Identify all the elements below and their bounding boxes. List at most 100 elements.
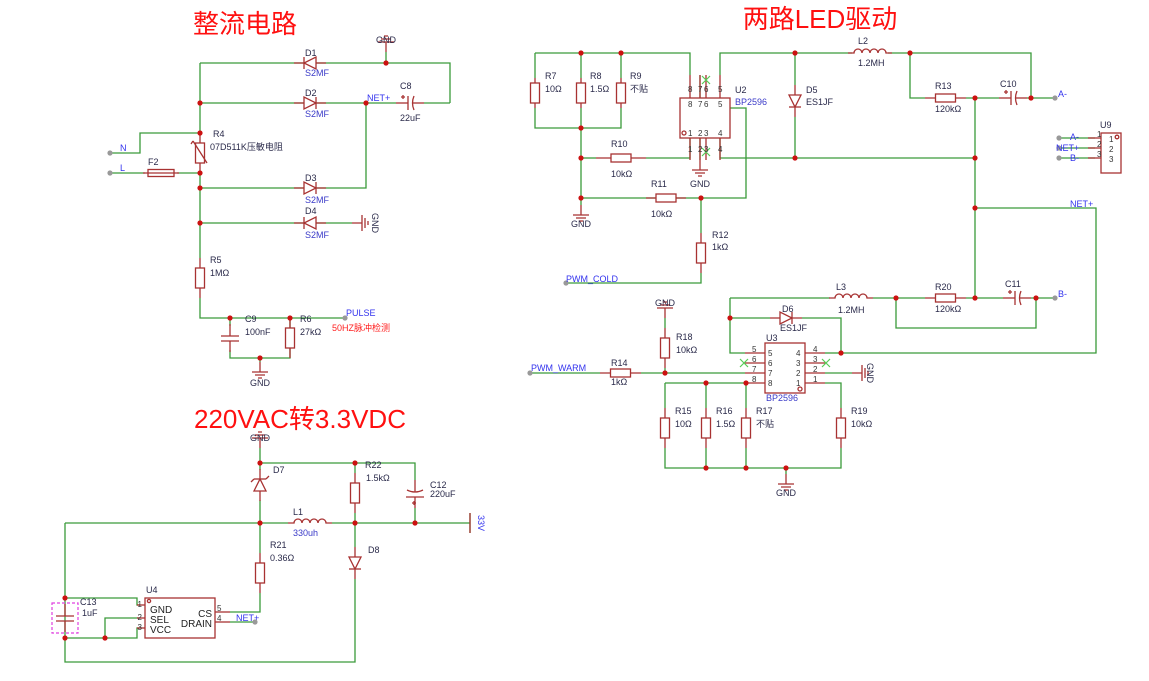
- led_driver-u2-pins_top-1-label: 7: [698, 100, 703, 109]
- converter-u4-pins_left-2-label: 3: [138, 623, 143, 632]
- resistor-body: [349, 482, 361, 504]
- rectifier-pulse_note-label: 50HZ脉冲检测: [332, 322, 390, 333]
- ground-symbol: [352, 215, 369, 231]
- port-net-plus[interactable]: [252, 619, 258, 625]
- rectifier-r6-ref-label: R6: [300, 314, 312, 324]
- led_driver-r12-value-label: 1kΩ: [712, 242, 729, 252]
- resistor-body: [284, 327, 296, 349]
- pin1-marker: [797, 386, 803, 392]
- led_driver-r14-ref-label: R14: [611, 358, 628, 368]
- inductor-coil: [288, 518, 332, 524]
- junction-dot: [727, 315, 733, 321]
- junction-dot: [1028, 95, 1034, 101]
- resistor-r17: [740, 408, 752, 448]
- diode-d8: [347, 547, 363, 579]
- rectifier-c9-ref-label: C9: [245, 314, 257, 324]
- wire: [200, 62, 451, 103]
- converter-net_plus-label: NET+: [236, 613, 259, 623]
- rectifier-n-label: N: [120, 143, 127, 153]
- junction-dot: [62, 595, 68, 601]
- converter-d7-ref-label: D7: [273, 465, 285, 475]
- led_driver-net_plus-label: NET+: [1070, 199, 1093, 209]
- converter-u4-pin_names_right-1-label: DRAIN: [181, 619, 212, 630]
- led_driver-u2-pins_bottom-2-label: 3: [704, 129, 709, 138]
- led_driver-u2-pins_bottom-3-label: 4: [718, 129, 723, 138]
- led_driver-r15-ref-label: R15: [675, 406, 692, 416]
- diode-triangle: [347, 556, 363, 571]
- connector-port[interactable]: [1056, 135, 1062, 141]
- chip-u4: [144, 597, 216, 639]
- junction-dot: [197, 130, 203, 136]
- resistor-body: [740, 417, 752, 439]
- port-pwm-warm[interactable]: [527, 370, 533, 376]
- port-pwm-cold[interactable]: [563, 280, 569, 286]
- cap-plate-curved: [411, 95, 415, 111]
- port-n[interactable]: [107, 150, 113, 156]
- diode-triangle: [303, 180, 318, 196]
- rectifier-d2-value-label: S2MF: [305, 109, 330, 119]
- resistor-r20: [925, 293, 966, 303]
- plus-sign: [412, 501, 416, 505]
- resistor-body: [655, 193, 677, 203]
- pin1-marker: [681, 130, 687, 136]
- ground-icon: [378, 35, 394, 52]
- ground-symbol: [573, 205, 589, 222]
- led_driver-u9-pins-2-label: 3: [1109, 155, 1114, 164]
- rectifier-r4-value-label: 07D511K压敏电阻: [210, 141, 283, 152]
- led_driver-u3-pins_right-0-label: 4: [796, 349, 801, 358]
- fuse-f2: [143, 168, 179, 178]
- wire: [719, 52, 852, 75]
- junction-dot: [412, 520, 418, 526]
- led_driver-l3-value-label: 1.2MH: [838, 305, 865, 315]
- rectifier-d1-value-label: S2MF: [305, 68, 330, 78]
- converter-r22-ref-label: R22: [365, 460, 382, 470]
- ground-icon: [852, 365, 869, 381]
- led_driver-l2-ref-label: L2: [858, 36, 868, 46]
- led_driver-u3-pins_right-3-label: 1: [813, 375, 818, 384]
- led_driver-u3-pins_left-2-label: 7: [768, 369, 773, 378]
- no-connect-marker: [739, 358, 749, 368]
- connector-port[interactable]: [1056, 145, 1062, 151]
- connector-port[interactable]: [1056, 155, 1062, 161]
- led_driver-d6-value-label: ES1JF: [780, 323, 808, 333]
- converter-l1-ref-label: L1: [293, 507, 303, 517]
- zener-diode-d7: [250, 469, 270, 501]
- rectifier-l-label: L: [120, 163, 125, 173]
- no-connect-marker: [701, 147, 711, 157]
- port-a-minus[interactable]: [1052, 95, 1058, 101]
- junction-dot: [257, 355, 263, 361]
- led_driver-gnd_label-rotated-label: GND: [865, 363, 875, 384]
- led_driver-a_minus-label: A-: [1058, 89, 1067, 99]
- rectifier-c8-value-label: 22uF: [400, 113, 421, 123]
- rectifier-d4-value-label: S2MF: [305, 230, 330, 240]
- resistor-body: [659, 337, 671, 359]
- title-led-driver: 两路LED驱动: [743, 4, 898, 34]
- wire: [664, 448, 842, 469]
- inductor-coil: [848, 48, 892, 54]
- led_driver-u2-pins_top-2-label: 6: [704, 85, 709, 94]
- port-l[interactable]: [107, 170, 113, 176]
- junction-dot: [363, 100, 369, 106]
- port-pulse[interactable]: [342, 315, 348, 321]
- cap-plate-curved: [1018, 290, 1022, 306]
- junction-dot: [972, 295, 978, 301]
- converter-gnd_label-label: GND: [250, 433, 271, 443]
- rectifier-gnd_label-rotated-label: GND: [370, 213, 380, 234]
- led_driver-u3-pins_left-1-label: 6: [752, 355, 757, 364]
- led_driver-u2-pins_bottom-1-label: 2: [698, 145, 703, 154]
- wire: [104, 617, 140, 638]
- led_driver-r18-ref-label: R18: [676, 332, 693, 342]
- led_driver-u2-pins_top-1-label: 7: [698, 85, 703, 94]
- resistor-r21: [254, 553, 266, 593]
- port-b-minus[interactable]: [1052, 295, 1058, 301]
- junction-dot: [197, 220, 203, 226]
- resistor-r9: [615, 78, 627, 108]
- led_driver-r17-ref-label: R17: [756, 406, 773, 416]
- junction-dot: [197, 185, 203, 191]
- led_driver-r11-value-label: 10kΩ: [651, 209, 673, 219]
- junction-dot: [907, 50, 913, 56]
- capacitor-c8: [396, 95, 424, 111]
- junction-dot: [257, 520, 263, 526]
- rectifier-d1-ref-label: D1: [305, 48, 317, 58]
- capacitor-c13: [56, 604, 74, 632]
